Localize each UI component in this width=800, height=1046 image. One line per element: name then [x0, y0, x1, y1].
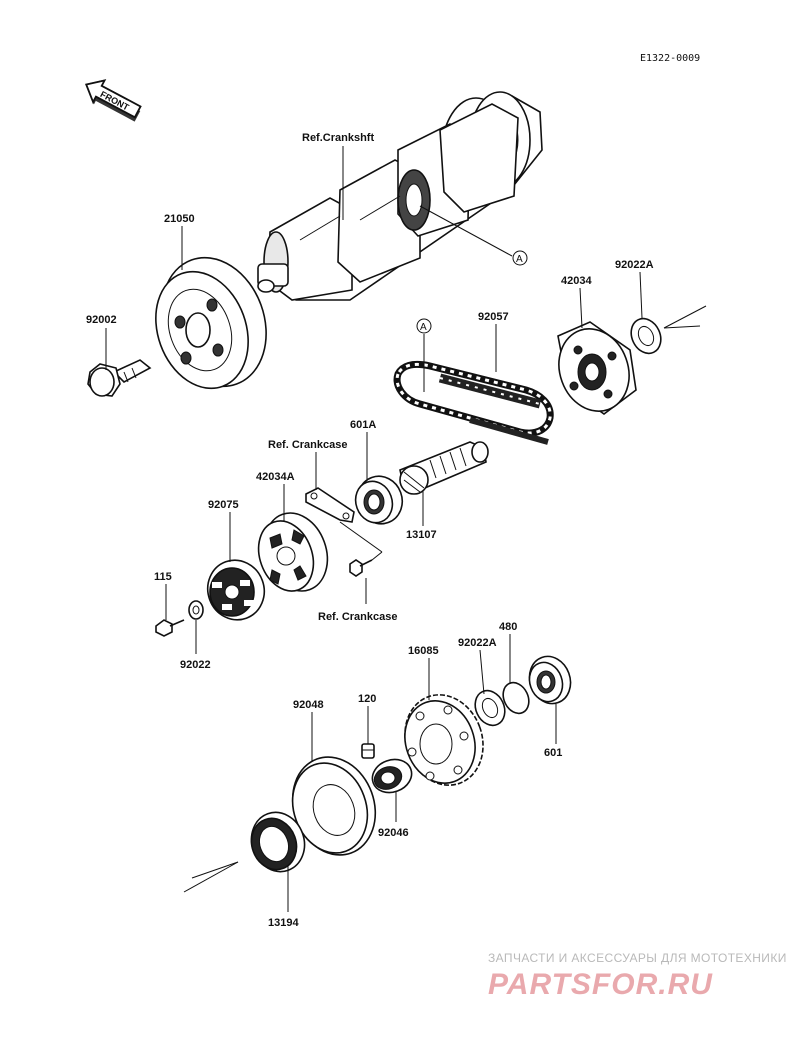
shaft-13107	[399, 441, 489, 495]
bolt-115	[155, 619, 185, 637]
label-ref-crankcase-1: Ref. Crankcase	[268, 439, 348, 451]
bearing-601	[528, 655, 572, 705]
label-92022A-bottom: 92022A	[458, 637, 497, 649]
sprocket-16085	[404, 694, 484, 786]
damper-housing-42034A	[257, 512, 329, 592]
label-601A: 601A	[350, 419, 376, 431]
crankcase-bolt	[349, 559, 373, 577]
label-92022A-top: 92022A	[615, 259, 654, 271]
needle-bearing-92046	[371, 758, 413, 794]
watermark: ЗАПЧАСТИ И АКСЕССУАРЫ ДЛЯ МОТОТЕХНИКИ PA…	[488, 951, 787, 1001]
label-92022: 92022	[180, 659, 211, 671]
label-120: 120	[358, 693, 376, 705]
label-16085: 16085	[408, 645, 439, 657]
chain-92057	[393, 360, 554, 445]
label-92075: 92075	[208, 499, 239, 511]
label-42034A: 42034A	[256, 471, 295, 483]
front-direction-arrow-icon: FRONT	[85, 79, 142, 122]
label-92048: 92048	[293, 699, 324, 711]
ref-marker-a-2-label: A	[420, 322, 427, 333]
pin-120	[361, 743, 375, 759]
ref-marker-a-1-label: A	[516, 254, 523, 265]
label-92046: 92046	[378, 827, 409, 839]
bearing-601A	[354, 475, 404, 525]
label-42034: 42034	[561, 275, 592, 287]
clutch-ring-13194	[250, 811, 306, 873]
circlip-480	[502, 681, 530, 715]
bolt-92002	[87, 359, 152, 397]
rubber-damper-92075	[206, 559, 266, 621]
watermark-brand: PARTSFOR.RU	[488, 968, 713, 1001]
crankshaft	[257, 91, 543, 301]
ref-marker-a-2: A	[416, 318, 432, 334]
watermark-tagline: ЗАПЧАСТИ И АКСЕССУАРЫ ДЛЯ МОТОТЕХНИКИ	[488, 951, 787, 965]
label-92002: 92002	[86, 314, 117, 326]
washer-92022A-top	[630, 317, 662, 355]
label-92057: 92057	[478, 311, 509, 323]
ref-marker-a-1: A	[512, 250, 528, 266]
label-21050: 21050	[164, 213, 195, 225]
label-115: 115	[154, 571, 172, 583]
plate-92048	[291, 756, 377, 856]
label-480: 480	[499, 621, 517, 633]
label-13107: 13107	[406, 529, 437, 541]
washer-92022A-bottom	[474, 689, 506, 727]
washer-92022	[188, 600, 204, 620]
label-ref-crankshaft: Ref.Crankshft	[302, 132, 374, 144]
label-13194: 13194	[268, 917, 299, 929]
crankcase-plate	[305, 487, 355, 523]
flywheel-21050	[155, 256, 267, 390]
diagram-code: E1322-0009	[640, 53, 700, 64]
coupling-hub-42034	[557, 321, 637, 415]
label-601: 601	[544, 747, 562, 759]
label-ref-crankcase-2: Ref. Crankcase	[318, 611, 398, 623]
